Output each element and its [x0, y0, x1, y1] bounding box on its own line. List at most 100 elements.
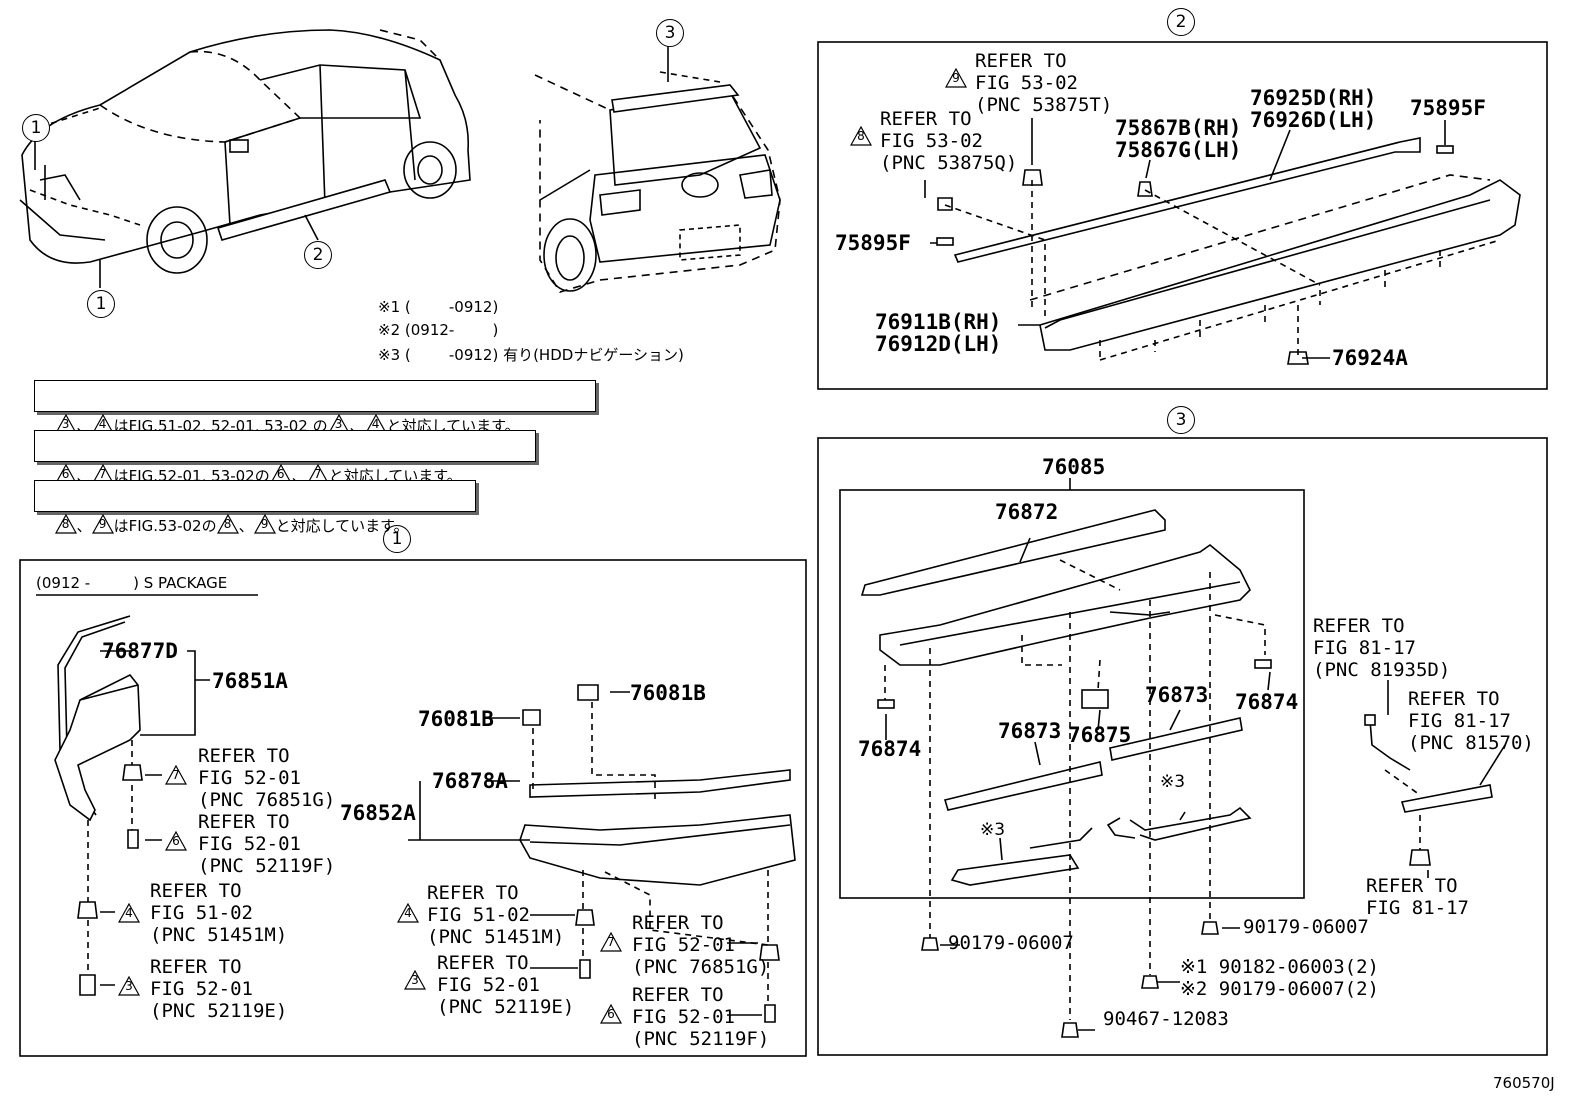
panel-1-ref-leaders [100, 774, 762, 1016]
triangle-mark-9: 9 [91, 514, 114, 534]
ref-52119e-b-line2: FIG 52-01 [437, 974, 540, 996]
triangle-mark-3: 3 [118, 976, 140, 996]
ref-53875q-line3: (PNC 53875Q) [880, 152, 1018, 174]
note-star3-harness-right: ※3 [1160, 772, 1186, 792]
triangle-mark-6: 6 [165, 831, 187, 851]
part-75895f-right: 75895F [1410, 96, 1486, 120]
part-76852a: 76852A [340, 801, 416, 825]
ref-53875t-line2: FIG 53-02 [975, 72, 1078, 94]
callout-3-car: 3 [656, 19, 684, 47]
note-star-2: ※2 (0912- ) [378, 321, 499, 339]
front-lip-spoiler-drawing [54, 615, 141, 822]
triangle-mark-7: 7 [600, 932, 622, 952]
front-lower-spoiler-drawing [519, 769, 796, 886]
part-76085: 76085 [1042, 455, 1106, 479]
callout-2-panel: 2 [1167, 8, 1195, 36]
ref-52119f-b-line1: REFER TO [632, 984, 724, 1006]
part-75867g: 75867G(LH) [1115, 138, 1242, 162]
ref-52119f-a-line3: (PNC 52119F) [198, 855, 336, 877]
note-star-1: ※1 ( -0912) [378, 298, 499, 316]
panel-1-fasteners [77, 684, 780, 1023]
part-76874-right: 76874 [1235, 690, 1299, 714]
car-rear-view-drawing [534, 74, 781, 293]
ref-76851g-a-line1: REFER TO [198, 745, 290, 767]
ref-52119e-b-line1: REFER TO [437, 952, 529, 974]
callout-3-panel: 3 [1167, 406, 1195, 434]
callout-1-bottom: 1 [87, 290, 115, 318]
note-sep: 、 [76, 517, 92, 535]
panel-1-frame [19, 559, 807, 1057]
callout-2-car: 2 [304, 241, 332, 269]
triangle-mark-6: 6 [600, 1004, 622, 1024]
ref-53875q-line2: FIG 53-02 [880, 130, 983, 152]
ref-52119e-a-line2: FIG 52-01 [150, 978, 253, 1000]
figure-code: 760570J [1493, 1074, 1555, 1092]
part-75895f-left: 75895F [835, 231, 911, 255]
ref-81570-line2: FIG 81-17 [1408, 710, 1511, 732]
side-skirt-drawing [936, 137, 1521, 362]
part-75867b: 75867B(RH) [1115, 116, 1242, 140]
triangle-mark-7: 7 [165, 765, 187, 785]
ref-51451m-a-line1: REFER TO [150, 880, 242, 902]
ref-51451m-a-line2: FIG 51-02 [150, 902, 253, 924]
panel-2-part-leaders [930, 120, 1446, 359]
triangle-mark-4: 4 [397, 903, 419, 923]
part-76851a: 76851A [212, 669, 288, 693]
part-76924a: 76924A [1332, 346, 1408, 370]
car-front-view-drawing [19, 29, 471, 274]
note-star-3: ※3 ( -0912) 有り(HDDナビゲーション) [378, 346, 684, 364]
ref-81935d-line3: (PNC 81935D) [1313, 659, 1451, 681]
callout-1-panel: 1 [383, 525, 411, 553]
panel-2-dashed-leaders [944, 180, 1321, 355]
part-76926d: 76926D(LH) [1250, 108, 1377, 132]
ref-81570-line1: REFER TO [1408, 688, 1500, 710]
assembly-76085-frame [839, 489, 1305, 899]
panel-2-ref-leaders [924, 118, 1033, 198]
note-text: と対応しています。 [275, 517, 409, 535]
ref-76851g-b-line1: REFER TO [632, 912, 724, 934]
ref-52119e-a-line1: REFER TO [150, 956, 242, 978]
ref-76851g-a-line3: (PNC 76851G) [198, 789, 336, 811]
part-90179-06007-left: 90179-06007 [948, 932, 1074, 954]
leader-callout-2 [304, 214, 319, 241]
part-90179-06007-star2: ※2 90179-06007(2) [1180, 978, 1379, 1000]
part-76873-left: 76873 [998, 719, 1062, 743]
ref-52119f-b-line2: FIG 52-01 [632, 1006, 735, 1028]
ref-52119f-a-line1: REFER TO [198, 811, 290, 833]
part-90179-06007-right: 90179-06007 [1243, 916, 1369, 938]
harness-drawing [950, 680, 1506, 886]
ref-81935d-line1: REFER TO [1313, 615, 1405, 637]
triangle-mark-8: 8 [216, 514, 239, 534]
callout-1-front: 1 [22, 114, 50, 142]
part-76878a: 76878A [432, 769, 508, 793]
part-76081b-right: 76081B [630, 681, 706, 705]
ref-76851g-a-line2: FIG 52-01 [198, 767, 301, 789]
ref-53875t-line1: REFER TO [975, 50, 1067, 72]
panel-3-fasteners [921, 921, 1219, 1038]
panel-3-dashed-leaders [884, 559, 1421, 1020]
part-76911b: 76911B(RH) [875, 310, 1002, 334]
note-star3-harness-left: ※3 [980, 820, 1006, 840]
leader-callout-3-dash [659, 71, 721, 83]
ref-52119e-b-line3: (PNC 52119E) [437, 996, 575, 1018]
ref-51451m-a-line3: (PNC 51451M) [150, 924, 288, 946]
ref-53875t-line3: (PNC 53875T) [975, 94, 1113, 116]
ref-52119e-a-line3: (PNC 52119E) [150, 1000, 288, 1022]
ref-52119f-b-line3: (PNC 52119F) [632, 1028, 770, 1050]
ref-76851g-b-line2: FIG 52-01 [632, 934, 735, 956]
panel-1-part-leaders [100, 650, 630, 841]
part-76925d: 76925D(RH) [1250, 86, 1377, 110]
panel-1-dashed-leaders [87, 702, 769, 1005]
panel-3-part-leaders [885, 537, 1271, 861]
note-text: はFIG.53-02の [113, 517, 217, 535]
part-76872: 76872 [995, 500, 1059, 524]
panel-2-frame [817, 41, 1548, 390]
triangle-mark-8: 8 [54, 514, 77, 534]
triangle-mark-9: 9 [945, 68, 967, 88]
ref-81935d-line2: FIG 81-17 [1313, 637, 1416, 659]
